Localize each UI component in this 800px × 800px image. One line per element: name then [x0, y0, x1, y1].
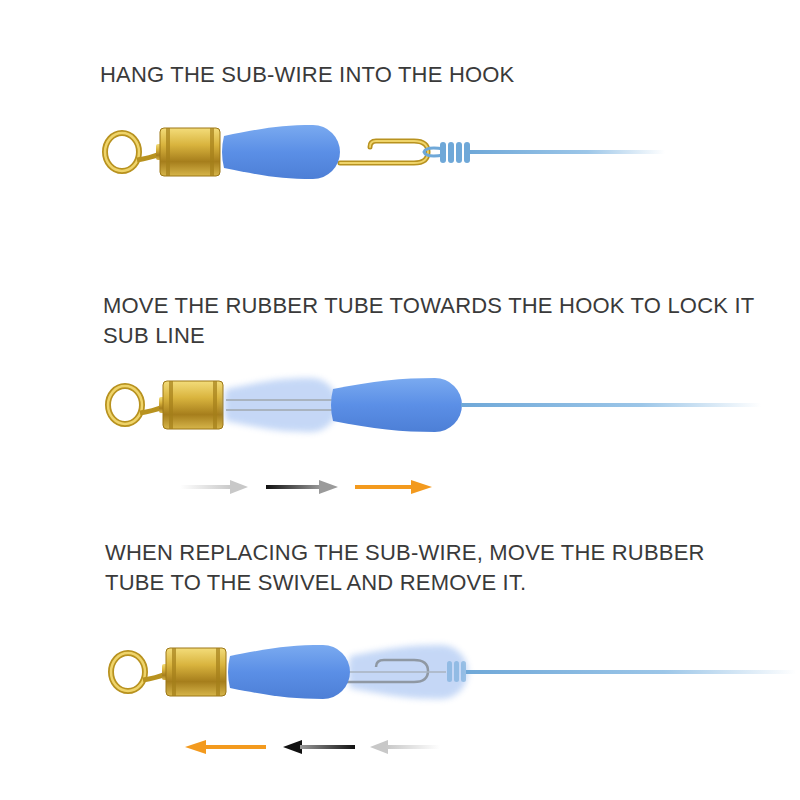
- instruction-text: WHEN REPLACING THE SUB-WIRE, MOVE THE RU…: [105, 538, 765, 598]
- step1-figure: [105, 125, 665, 179]
- instruction-text: HANG THE SUB-WIRE INTO THE HOOK: [100, 60, 760, 90]
- step2-figure: [108, 378, 761, 494]
- instruction-text: MOVE THE RUBBER TUBE TOWARDS THE HOOK TO…: [103, 291, 763, 351]
- step3-figure: [111, 645, 796, 754]
